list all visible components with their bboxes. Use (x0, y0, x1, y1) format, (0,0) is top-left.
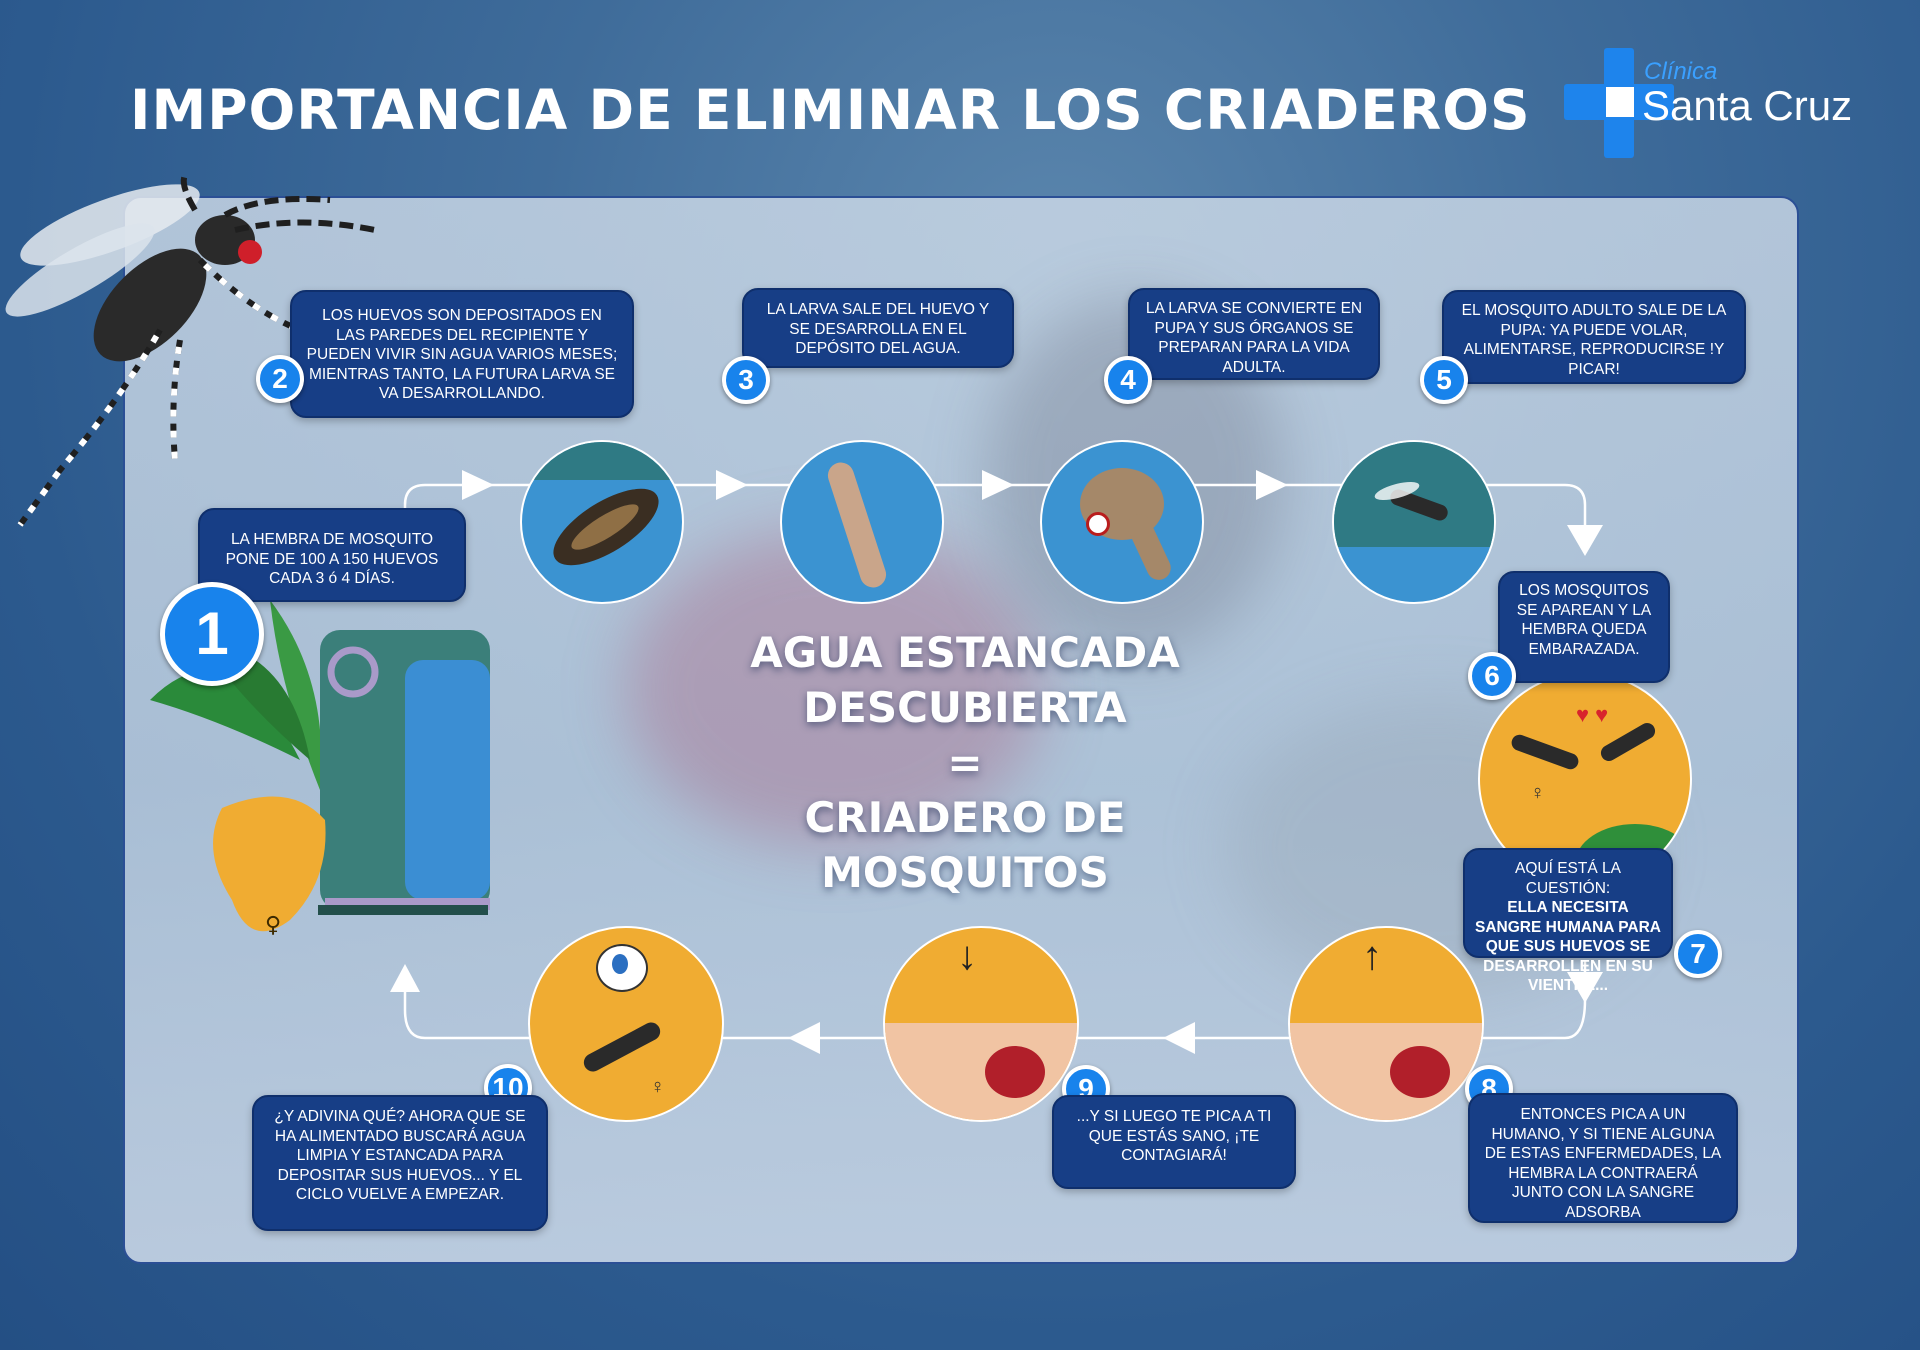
step-5-badge: 5 (1420, 356, 1468, 404)
step-6-text: LOS MOSQUITOS SE APAREAN Y LA HEMBRA QUE… (1516, 582, 1652, 658)
step-1-text: LA HEMBRA DE MOSQUITO PONE DE 100 A 150 … (225, 531, 439, 587)
step-7-text-normal: AQUÍ ESTÁ LA CUESTIÓN: (1515, 860, 1621, 897)
logo-clinic-word: Clínica (1644, 58, 1718, 85)
egg-circle (520, 440, 684, 604)
step-10-text: ¿Y ADIVINA QUÉ? AHORA QUE SE HA ALIMENTA… (274, 1108, 526, 1203)
step-9-text: ...Y SI LUEGO TE PICA A TI QUE ESTÁS SAN… (1076, 1108, 1272, 1164)
arrow-up-icon: ↑ (1362, 934, 1382, 978)
blood-drop-icon (985, 1046, 1045, 1098)
step-8-box: ENTONCES PICA A UN HUMANO, Y SI TIENE AL… (1468, 1093, 1738, 1223)
step-4-badge: 4 (1104, 356, 1152, 404)
step-4-box: LA LARVA SE CONVIERTE EN PUPA Y SUS ÓRGA… (1128, 288, 1380, 380)
step-4-text: LA LARVA SE CONVIERTE EN PUPA Y SUS ÓRGA… (1145, 300, 1363, 376)
page-title: IMPORTANCIA DE ELIMINAR LOS CRIADEROS (130, 78, 1531, 142)
larva-circle (780, 440, 944, 604)
water-drop-icon (612, 954, 628, 974)
step-3-badge: 3 (722, 356, 770, 404)
medical-cross-icon (1562, 44, 1674, 158)
center-line-4: CRIADERO DE (804, 793, 1126, 842)
step-3-text: LA LARVA SALE DEL HUEVO Y SE DESARROLLA … (766, 301, 990, 357)
step-2-text: LOS HUEVOS SON DEPOSITADOS EN LAS PAREDE… (306, 307, 618, 402)
center-line-5: MOSQUITOS (821, 848, 1109, 897)
blood-drop-icon (1390, 1046, 1450, 1098)
center-statement: AGUA ESTANCADA DESCUBIERTA = CRIADERO DE… (700, 625, 1230, 900)
step-3-box: LA LARVA SALE DEL HUEVO Y SE DESARROLLA … (742, 288, 1014, 368)
female-symbol: ♀ (650, 1076, 665, 1098)
direction-arrows (390, 470, 1603, 1054)
step-2-box: LOS HUEVOS SON DEPOSITADOS EN LAS PAREDE… (290, 290, 634, 418)
center-line-1: AGUA ESTANCADA (750, 628, 1180, 677)
female-symbol: ♀ (265, 913, 281, 938)
clinic-logo: Clínica Santa Cruz (1562, 44, 1892, 164)
step-1-badge: 1 (160, 582, 264, 686)
step-7-text-bold: ELLA NECESITA SANGRE HUMANA PARA QUE SUS… (1475, 899, 1661, 994)
hearts-icon: ♥ ♥ (1576, 702, 1609, 727)
step-6-badge: 6 (1468, 652, 1516, 700)
step-1-box: LA HEMBRA DE MOSQUITO PONE DE 100 A 150 … (198, 508, 466, 602)
step-9-box: ...Y SI LUEGO TE PICA A TI QUE ESTÁS SAN… (1052, 1095, 1296, 1189)
step-5-box: EL MOSQUITO ADULTO SALE DE LA PUPA: YA P… (1442, 290, 1746, 384)
center-line-2: DESCUBIERTA (803, 683, 1127, 732)
bite-healthy-circle: ↓ (883, 926, 1079, 1122)
step-7-badge: 7 (1674, 930, 1722, 978)
step-6-box: LOS MOSQUITOS SE APAREAN Y LA HEMBRA QUE… (1498, 571, 1670, 683)
step-5-text: EL MOSQUITO ADULTO SALE DE LA PUPA: YA P… (1461, 302, 1727, 378)
center-line-3: = (947, 738, 983, 787)
step-2-badge: 2 (256, 355, 304, 403)
search-water-circle: ♀ (528, 926, 724, 1122)
step-10-box: ¿Y ADIVINA QUÉ? AHORA QUE SE HA ALIMENTA… (252, 1095, 548, 1231)
step-7-box: AQUÍ ESTÁ LA CUESTIÓN: ELLA NECESITA SAN… (1463, 848, 1673, 994)
larva-icon (824, 459, 890, 591)
female-symbol: ♀ (1530, 782, 1545, 804)
logo-name: Santa Cruz (1642, 82, 1853, 129)
step-8-text: ENTONCES PICA A UN HUMANO, Y SI TIENE AL… (1484, 1106, 1722, 1221)
pupa-circle (1040, 440, 1204, 604)
adult-emerging-circle (1332, 440, 1496, 604)
bite-infected-circle: ↑ (1288, 926, 1484, 1122)
mosquito-icon (580, 1019, 664, 1075)
arrow-down-icon: ↓ (957, 934, 977, 978)
